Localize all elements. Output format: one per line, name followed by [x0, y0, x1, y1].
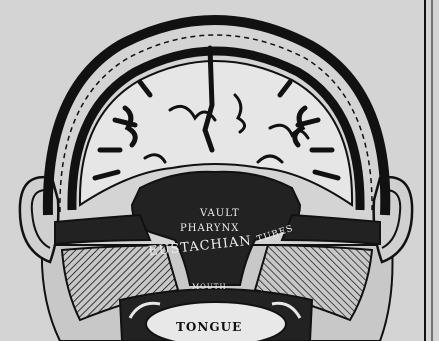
label-mouth: MOUTH: [192, 283, 227, 291]
label-vault: VAULT: [199, 208, 240, 219]
label-tongue: TONGUE: [176, 320, 242, 334]
label-pharynx: PHARYNX: [180, 223, 239, 234]
